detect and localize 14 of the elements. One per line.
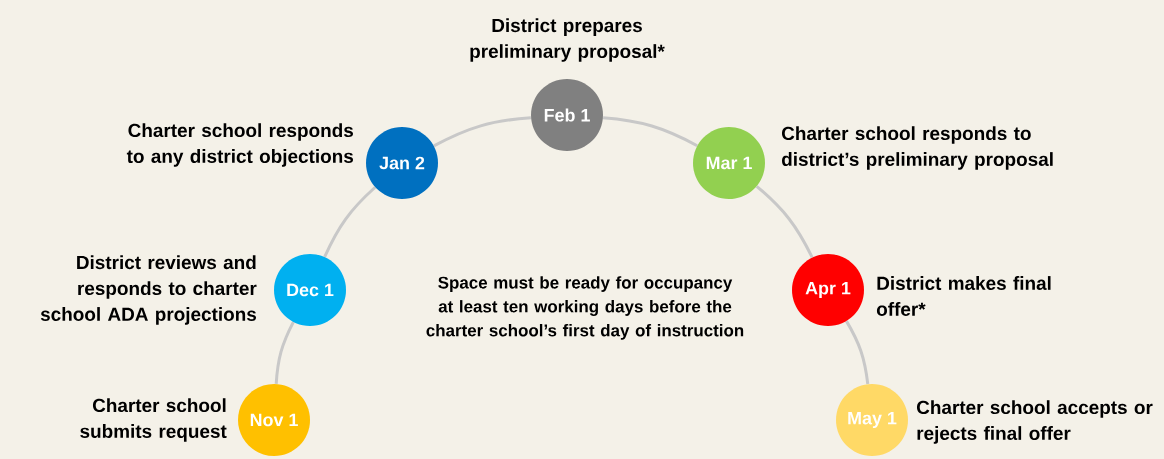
step-caption: Charter school responds to any district objections <box>126 123 353 167</box>
arc-connector <box>433 116 532 148</box>
arc-connector <box>845 320 870 385</box>
step-caption: District reviews and responds to charter school ADA projections <box>40 255 257 325</box>
center-note: Space must be ready for occupancy at least ten working days before the charter school’s first day of instruction <box>426 276 744 340</box>
arc-connector <box>755 185 814 259</box>
arc-connector <box>602 116 698 148</box>
arc-connector <box>274 321 295 384</box>
step-caption: District makes final offer* <box>876 276 1051 316</box>
step-caption: Charter school responds to district’s preliminary proposal <box>782 126 1053 170</box>
step-caption: Charter school submits request <box>80 398 227 442</box>
arc-connector <box>323 186 377 258</box>
step-caption: Charter school accepts or rejects final offer <box>917 400 1153 444</box>
step-caption: District prepares preliminary proposal* <box>470 18 665 62</box>
